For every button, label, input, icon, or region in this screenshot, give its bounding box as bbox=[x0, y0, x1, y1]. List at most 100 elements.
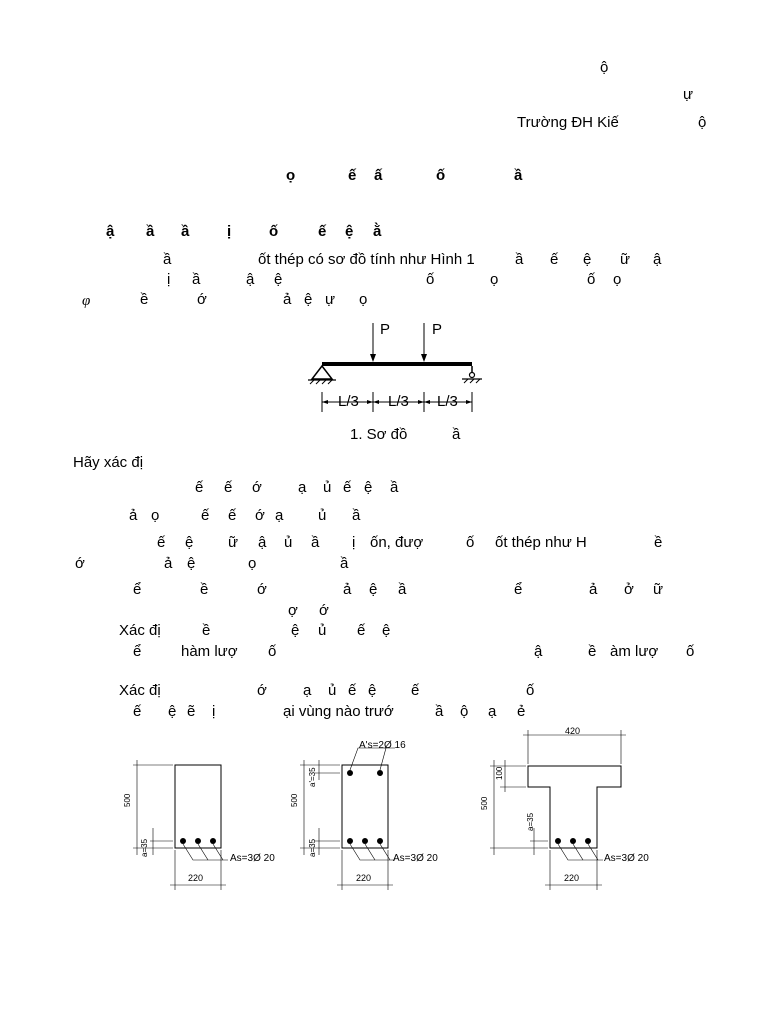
section3-as-label: As=3Ø 20 bbox=[604, 853, 649, 864]
text-fragment: ệ bbox=[185, 534, 194, 551]
text-fragment: ậ bbox=[534, 643, 543, 660]
text-fragment: ạ bbox=[275, 507, 284, 524]
load-arrow-2 bbox=[421, 323, 427, 362]
text-fragment: ớ bbox=[257, 682, 267, 699]
section-3 bbox=[490, 730, 626, 890]
text-fragment: ề bbox=[140, 291, 149, 308]
text-fragment: ầ bbox=[192, 271, 201, 288]
text-fragment: ị bbox=[352, 534, 356, 551]
text-fragment: ớ bbox=[252, 479, 262, 496]
rebar-bottom bbox=[362, 838, 368, 844]
text-fragment: ề bbox=[200, 581, 209, 598]
load-label-p2: P bbox=[432, 321, 443, 338]
text-fragment: ọ bbox=[490, 271, 499, 288]
text-fragment: ốt thép như H bbox=[495, 534, 587, 551]
text-fragment: ọ bbox=[359, 291, 368, 308]
text-fragment: ại vùng nào trướ bbox=[283, 703, 394, 720]
text-fragment: ố bbox=[526, 682, 535, 699]
text-fragment: ọ bbox=[613, 271, 622, 288]
load-arrow-1 bbox=[370, 323, 376, 362]
text-fragment: ề bbox=[654, 534, 663, 551]
section2-height-label: 500 bbox=[290, 793, 299, 807]
text-fragment: ố bbox=[426, 271, 435, 288]
text-fragment: ữ bbox=[228, 534, 239, 551]
section2-as-label: As=3Ø 20 bbox=[393, 853, 438, 864]
rebar-bottom bbox=[180, 838, 186, 844]
text-fragment: ế bbox=[133, 703, 142, 720]
text-fragment: ạ bbox=[298, 479, 307, 496]
text-fragment: ầ bbox=[352, 507, 361, 524]
text-fragment: ốt thép có sơ đồ tính như Hình 1 bbox=[258, 251, 475, 268]
text-fragment: ề bbox=[588, 643, 597, 660]
header-line-2: ự bbox=[683, 86, 694, 103]
section3-flange-width-label: 420 bbox=[565, 726, 581, 736]
section1-as-label: As=3Ø 20 bbox=[230, 853, 275, 864]
title-word: ế bbox=[348, 167, 357, 184]
text-fragment: ệ bbox=[304, 291, 313, 308]
header-school-tail: ộ bbox=[698, 114, 707, 131]
beam-diagram bbox=[308, 323, 482, 412]
section1-width-label: 220 bbox=[188, 873, 204, 883]
span-label-3: L/3 bbox=[437, 393, 458, 410]
text-fragment: ệ bbox=[368, 682, 377, 699]
text-fragment: ầ bbox=[435, 703, 444, 720]
section2-cover-bottom-label: a=35 bbox=[308, 838, 317, 857]
text-fragment: ớ bbox=[255, 507, 265, 524]
text-fragment: Xác đị bbox=[119, 622, 161, 639]
text-fragment: ế bbox=[343, 479, 352, 496]
section2-width-label: 220 bbox=[356, 873, 372, 883]
title-word: ố bbox=[436, 167, 446, 184]
section3-height-label: 500 bbox=[480, 796, 489, 810]
text-fragment: ủ bbox=[318, 507, 327, 524]
text-fragment: ề bbox=[202, 622, 211, 639]
text-fragment: ể bbox=[133, 581, 142, 598]
section3-flange-height-label: 100 bbox=[495, 766, 504, 780]
text-fragment: ế bbox=[157, 534, 166, 551]
phi-symbol: φ bbox=[82, 293, 91, 309]
text-fragment: hàm lượ bbox=[181, 643, 238, 660]
rebar-bottom bbox=[377, 838, 383, 844]
text-fragment: ố bbox=[268, 643, 277, 660]
text-fragment: ủ bbox=[284, 534, 293, 551]
figure-caption: 1. Sơ đồ bbox=[350, 426, 408, 443]
heading-word: ệ bbox=[345, 223, 354, 240]
text-fragment: ả bbox=[164, 555, 173, 572]
header-line-1: ộ bbox=[600, 59, 609, 76]
text-fragment: ả bbox=[129, 507, 138, 524]
text-fragment: ọ bbox=[248, 555, 257, 572]
heading-word: ậ bbox=[106, 223, 115, 240]
text-fragment: ả bbox=[343, 581, 352, 598]
section-outline bbox=[527, 765, 622, 849]
text-fragment: ủ bbox=[323, 479, 332, 496]
text-fragment: ệ bbox=[187, 555, 196, 572]
heading-word: ầ bbox=[181, 223, 190, 240]
text-fragment: ế bbox=[195, 479, 204, 496]
text-fragment: ậ bbox=[258, 534, 267, 551]
text-fragment: Xác đị bbox=[119, 682, 161, 699]
section-outline bbox=[174, 764, 222, 849]
section3-cover-label: a=35 bbox=[526, 812, 535, 831]
text-fragment: ầ bbox=[398, 581, 407, 598]
text-fragment: ế bbox=[411, 682, 420, 699]
text-fragment: ọ bbox=[151, 507, 160, 524]
span-label-2: L/3 bbox=[388, 393, 409, 410]
text-fragment: ế bbox=[224, 479, 233, 496]
pin-support bbox=[308, 364, 336, 385]
rebar-bottom bbox=[570, 838, 576, 844]
text-fragment: ự bbox=[325, 291, 336, 308]
text-fragment: ầ bbox=[515, 251, 524, 268]
text-fragment: ả bbox=[589, 581, 598, 598]
text-fragment: ạ bbox=[303, 682, 312, 699]
roller-support bbox=[462, 366, 482, 384]
text-fragment: ớ bbox=[197, 291, 207, 308]
text-fragment: ộ bbox=[460, 703, 469, 720]
text-fragment: ệ bbox=[291, 622, 300, 639]
text-fragment: ữ bbox=[620, 251, 631, 268]
section1-cover-label: a=35 bbox=[140, 838, 149, 857]
section-2 bbox=[300, 747, 395, 890]
heading-word: ằ bbox=[373, 223, 382, 240]
text-fragment: ốn, đượ bbox=[370, 534, 424, 551]
rebar-bottom bbox=[347, 838, 353, 844]
text-fragment: ệ bbox=[382, 622, 391, 639]
text-fragment: ố bbox=[466, 534, 475, 551]
